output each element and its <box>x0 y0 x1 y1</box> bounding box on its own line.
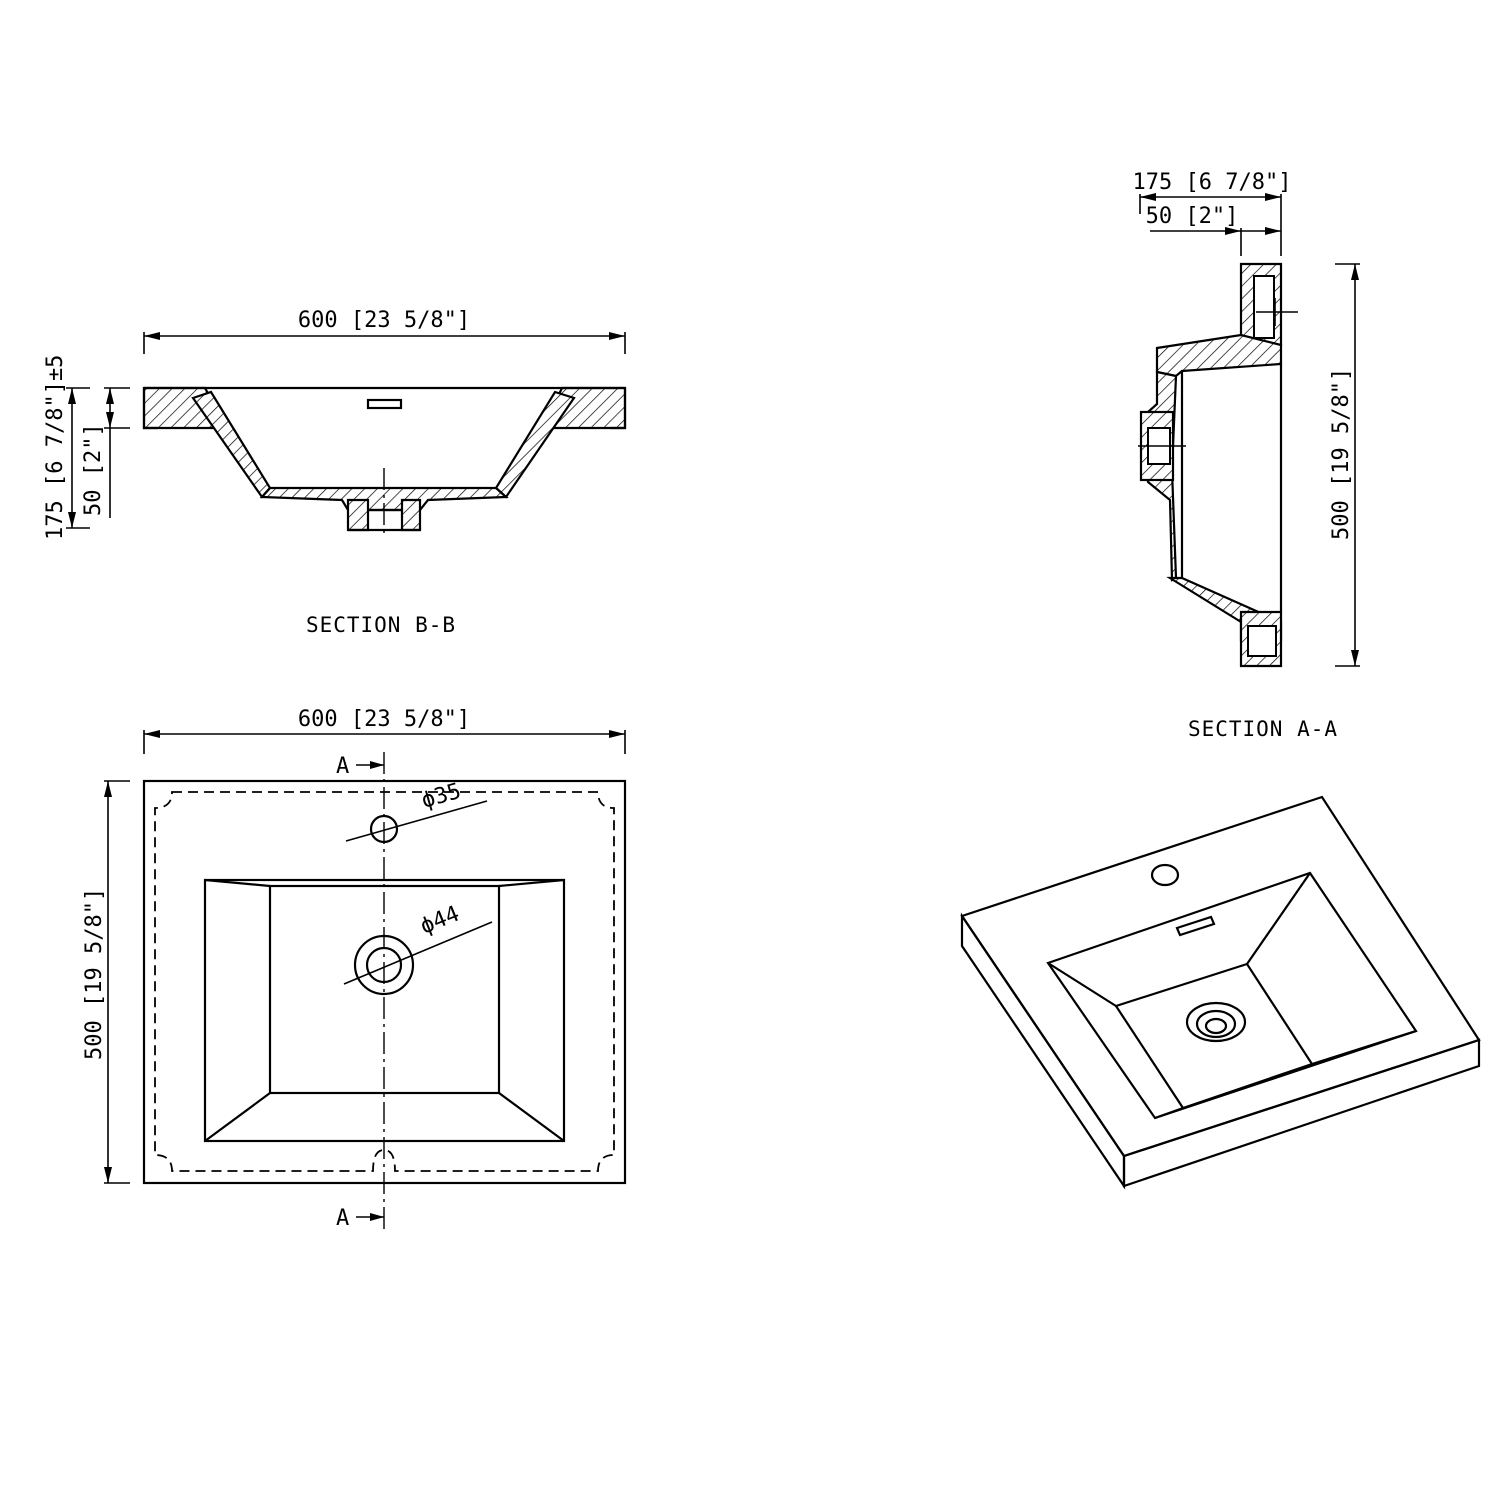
isometric-view <box>960 795 1481 1190</box>
section-bb-drain-left <box>346 498 370 532</box>
iso-drain-middle <box>1195 1009 1237 1039</box>
section-bb-total-height-label: 175 [6 7/8"]±5 <box>43 355 68 540</box>
section-aa-caption: SECTION A-A <box>1188 717 1338 741</box>
section-aa-view: 175 [6 7/8"] 50 [2"] <box>1133 170 1360 741</box>
iso-faucet-hole <box>1150 863 1180 887</box>
plan-section-marker-bottom-label: A <box>336 1206 349 1231</box>
plan-width-label: 600 [23 5/8"] <box>298 707 470 732</box>
plan-section-marker-bottom: A <box>336 1206 384 1231</box>
section-bb-overflow-slot <box>366 398 403 410</box>
iso-overflow-slot <box>1175 915 1216 937</box>
section-aa-length-dimension: 500 [19 5/8"] <box>1329 263 1360 667</box>
iso-drain-inner <box>1204 1017 1228 1035</box>
plan-depth-label: 500 [19 5/8"] <box>82 888 107 1060</box>
section-bb-width-dimension: 600 [23 5/8"] <box>143 308 626 354</box>
plan-width-dimension: 600 [23 5/8"] <box>143 707 626 754</box>
section-bb-height-dimensions: 175 [6 7/8"]±5 50 [2"] <box>43 355 130 540</box>
iso-top-surface <box>960 795 1481 1158</box>
plan-faucet-hole-label: ϕ35 <box>419 779 464 814</box>
iso-front-edge <box>1122 1038 1481 1188</box>
section-aa-top-dimensions: 175 [6 7/8"] 50 [2"] <box>1133 170 1292 256</box>
plan-depth-dimension: 500 [19 5/8"] <box>82 780 130 1184</box>
plan-drain-label: ϕ44 <box>417 901 463 939</box>
iso-left-edge <box>960 912 1126 1190</box>
plan-section-marker-top-label: A <box>336 754 349 779</box>
section-bb-bottom <box>259 486 509 512</box>
section-aa-length-label: 500 [19 5/8"] <box>1329 368 1354 540</box>
plan-faucet-hole <box>369 814 399 844</box>
section-bb-view: 600 [23 5/8"] <box>43 308 627 637</box>
section-aa-depth-total-label: 175 [6 7/8"] <box>1133 170 1292 195</box>
iso-bowl-rim <box>1046 871 1418 1120</box>
section-bb-drain-right <box>400 498 422 532</box>
section-bb-rim-height-label: 50 [2"] <box>81 423 106 516</box>
plan-vanity-outline <box>154 791 615 1172</box>
plan-view: 600 [23 5/8"] 500 [19 5/8"] A <box>82 707 627 1232</box>
section-bb-width-label: 600 [23 5/8"] <box>298 308 470 333</box>
plan-drain-inner <box>365 946 403 984</box>
plan-section-marker-top: A <box>336 754 384 779</box>
section-bb-caption: SECTION B-B <box>306 613 456 637</box>
iso-drain-outer <box>1185 1001 1247 1043</box>
section-bb-right-wall <box>494 390 576 499</box>
section-aa-back-wall <box>1155 333 1283 378</box>
plan-drain-outer <box>353 934 415 996</box>
section-bb-left-wall <box>191 390 272 499</box>
section-aa-depth-rim-label: 50 [2"] <box>1146 204 1239 229</box>
